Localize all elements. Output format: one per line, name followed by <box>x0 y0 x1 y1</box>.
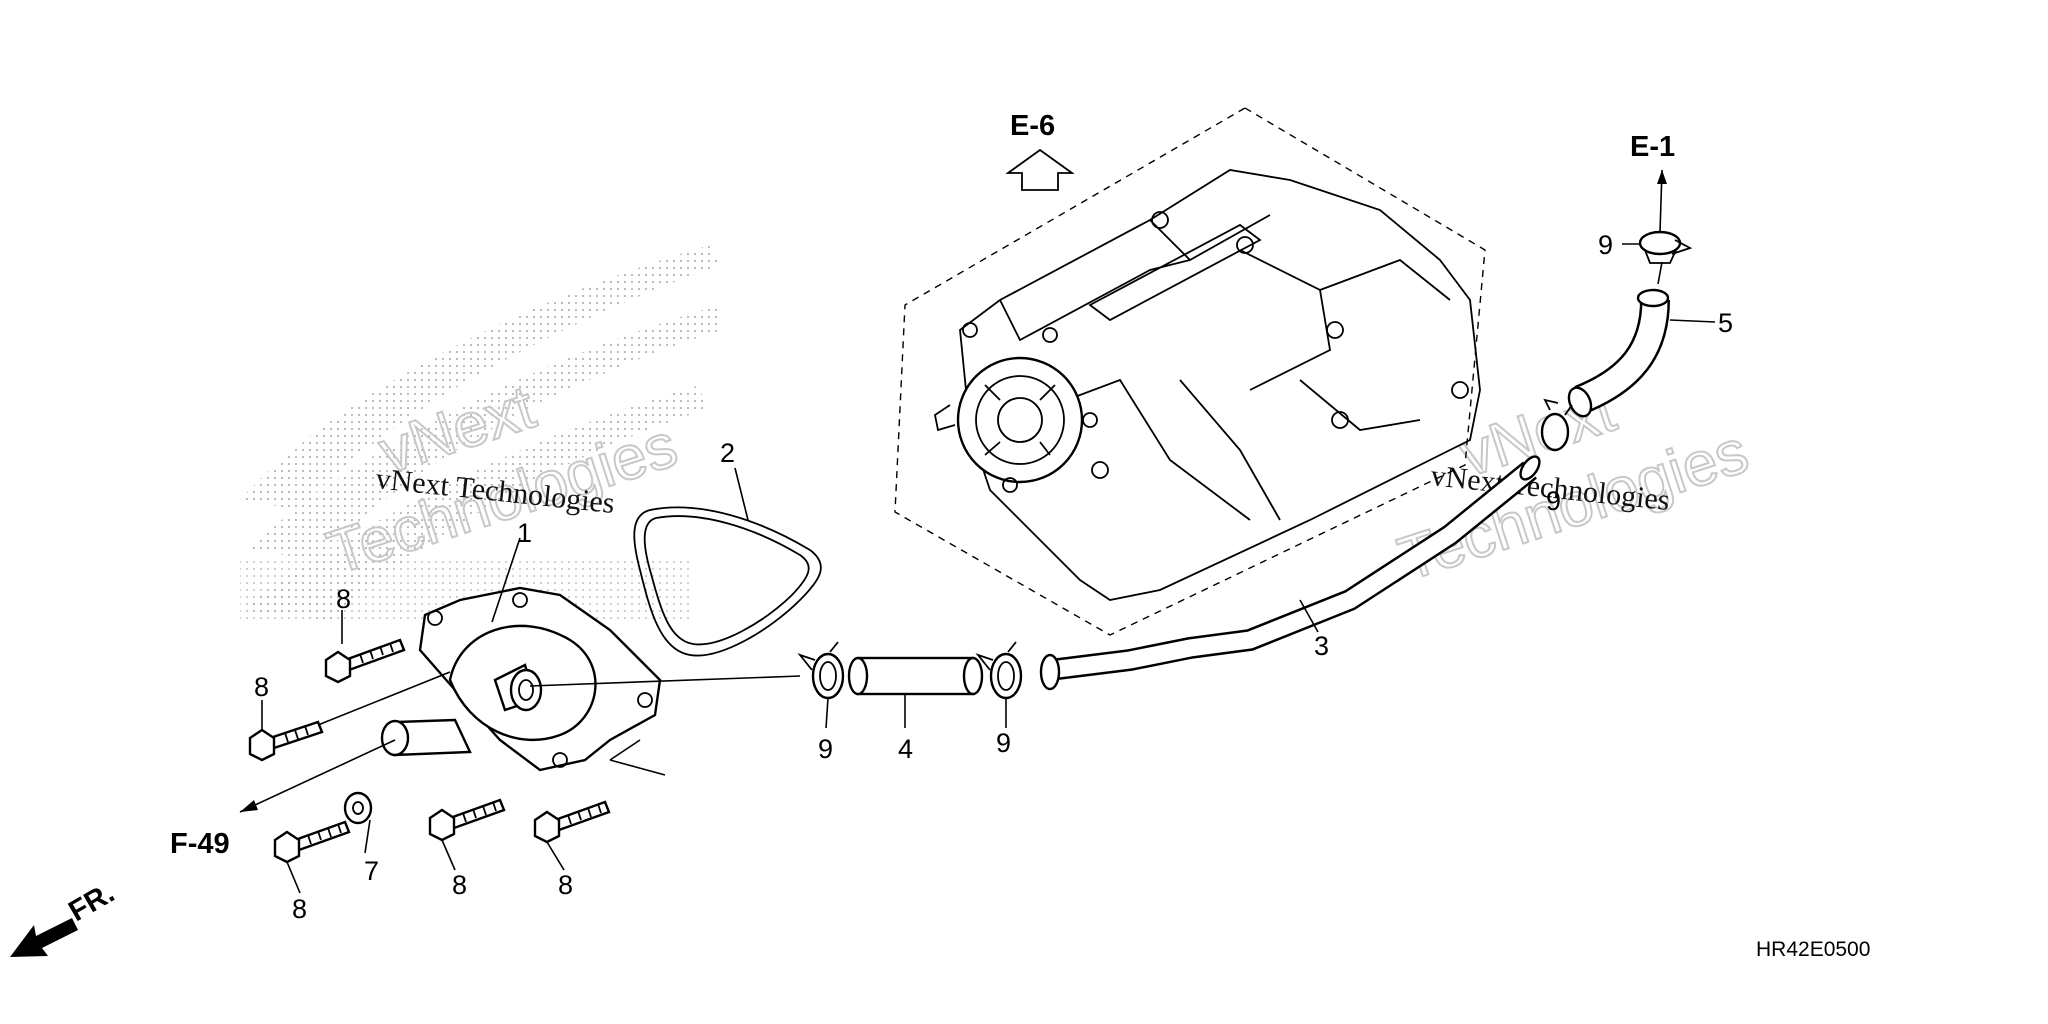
callout-9: 9 <box>818 734 833 764</box>
callout-4: 4 <box>898 734 913 764</box>
watermark-left: vNext Technologies <box>319 372 687 589</box>
callout-8: 8 <box>292 894 307 924</box>
bolt-8-c <box>273 820 351 864</box>
callout-labels: 1 2 3 4 5 7 8 8 8 8 8 9 9 9 9 <box>254 230 1733 924</box>
e6-reference: E-6 <box>1005 110 1075 191</box>
water-pump-cover-1 <box>380 586 662 772</box>
washer-7 <box>343 791 373 825</box>
e1-reference: E-1 <box>1630 131 1675 233</box>
callout-8: 8 <box>254 672 269 702</box>
hose-clip-9-left <box>797 641 845 700</box>
callout-7: 7 <box>364 856 379 886</box>
pump-opening <box>956 322 1098 493</box>
callout-9: 9 <box>996 728 1011 758</box>
callout-3: 3 <box>1314 631 1329 661</box>
o-ring-2 <box>633 506 822 657</box>
bolt-8-a <box>324 638 406 684</box>
callout-8: 8 <box>558 870 573 900</box>
callout-9: 9 <box>1546 486 1561 516</box>
hose-clip-9-right <box>975 641 1023 700</box>
bolt-8-e <box>533 800 611 844</box>
callout-5: 5 <box>1718 308 1733 338</box>
callout-1: 1 <box>517 518 532 548</box>
ref-f49-label: F-49 <box>170 828 230 860</box>
bolt-8-d <box>428 798 506 842</box>
water-pipe-3 <box>1039 455 1541 691</box>
callout-8: 8 <box>336 584 351 614</box>
front-direction-arrow: FR. <box>10 877 120 957</box>
hose-clip-9-top <box>1638 230 1693 264</box>
engine-crankcase-reference <box>894 107 1486 636</box>
callout-2: 2 <box>720 438 735 468</box>
ref-e6-label: E-6 <box>1010 110 1055 142</box>
hose-4 <box>847 656 984 696</box>
hose-clip-9-mid <box>1540 398 1573 452</box>
wing-logo-watermark <box>240 245 722 620</box>
leader-lines <box>239 243 1716 894</box>
callout-8: 8 <box>452 870 467 900</box>
diagram-code: HR42E0500 <box>1756 938 1870 961</box>
callout-9: 9 <box>1598 230 1613 260</box>
ref-e1-label: E-1 <box>1630 131 1675 163</box>
bolt-8-b <box>248 720 324 762</box>
hose-5 <box>1567 288 1670 418</box>
